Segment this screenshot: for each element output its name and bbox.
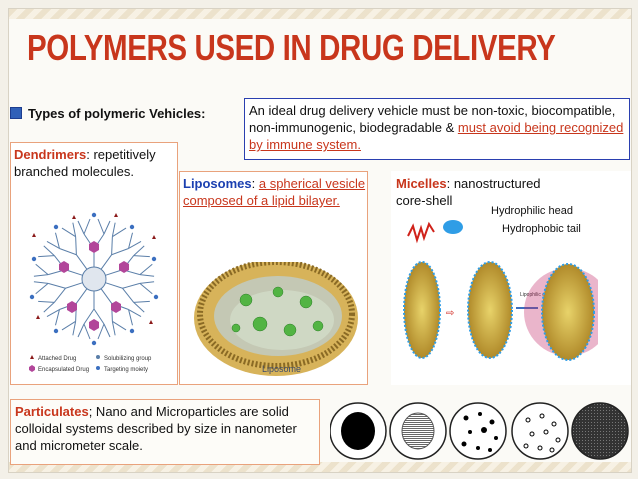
dendrimer-image: Attached Drug Solubilizing group Encapsu… — [29, 212, 159, 373]
particle-dispersed-small — [511, 402, 569, 460]
types-label: Types of polymeric Vehicles: — [28, 106, 206, 121]
ideal-text: An ideal drug delivery vehicle must be n… — [249, 103, 616, 135]
micelle-medium — [467, 261, 513, 359]
particles-image — [330, 402, 629, 460]
micelles-name: Micelles — [396, 176, 447, 191]
micelles-desc: : nanostructured core-shell — [396, 176, 541, 208]
micelle-small — [403, 261, 441, 359]
particle-hatched — [389, 402, 447, 460]
liposomes-name: Liposomes — [183, 176, 252, 191]
liposome-caption: Liposome — [262, 364, 301, 374]
ideal-vehicle-note: An ideal drug delivery vehicle must be n… — [244, 98, 630, 160]
legend-targeting: Targeting moiety — [104, 367, 148, 373]
micelles-panel: Micelles: nanostructured core-shell Hydr… — [391, 171, 631, 385]
particle-dispersed-large — [449, 402, 507, 460]
liposome-image: Liposome — [186, 240, 362, 376]
legend-encapsulated: Encapsulated Drug — [38, 367, 89, 373]
svg-text:⇨: ⇨ — [446, 308, 454, 319]
dendrimers-desc: : repetitively branched molecules. — [14, 147, 156, 179]
slide-title: POLYMERS USED IN DRUG DELIVERY — [27, 27, 556, 68]
ideal-text-highlight: must avoid being recognized by immune sy… — [249, 120, 624, 152]
particulates-label: Particulates; Nano and Microparticles ar… — [15, 403, 317, 454]
amphiphile-icon — [407, 220, 463, 244]
legend-attached-drug: Attached Drug — [38, 356, 76, 362]
particulates-desc: ; Nano and Microparticles are solid coll… — [15, 404, 297, 453]
hydrophilic-label: Hydrophilic head — [491, 205, 573, 217]
hydrophobic-label: Hydrophobic tail — [502, 223, 581, 235]
types-heading: Types of polymeric Vehicles: — [10, 106, 206, 121]
micelle-large — [524, 263, 598, 361]
dendrimers-label: Dendrimers: repetitively branched molecu… — [14, 146, 174, 180]
micelle-image: ⇨ Lipophilic environment — [403, 261, 598, 361]
liposomes-desc: a spherical vesicle composed of a lipid … — [183, 176, 366, 208]
micelles-label: Micelles: nanostructured core-shell — [396, 175, 566, 209]
liposomes-panel: Liposomes: a spherical vesicle composed … — [179, 171, 368, 385]
dendrimer-structure — [29, 212, 159, 346]
dendrimers-name: Dendrimers — [14, 147, 87, 162]
legend-solubilizing: Solubilizing group — [104, 356, 152, 362]
liposomes-sep: : — [251, 176, 259, 191]
particulates-panel: Particulates; Nano and Microparticles ar… — [10, 399, 320, 465]
dendrimers-panel: Dendrimers: repetitively branched molecu… — [10, 142, 178, 385]
particulates-name: Particulates — [15, 404, 89, 419]
dendrimer-legend: Attached Drug Solubilizing group Encapsu… — [29, 355, 152, 373]
checkbox-bullet-icon — [10, 107, 22, 119]
particle-solid — [330, 402, 387, 460]
liposomes-label: Liposomes: a spherical vesicle composed … — [183, 175, 366, 209]
particle-matrix — [571, 402, 629, 460]
